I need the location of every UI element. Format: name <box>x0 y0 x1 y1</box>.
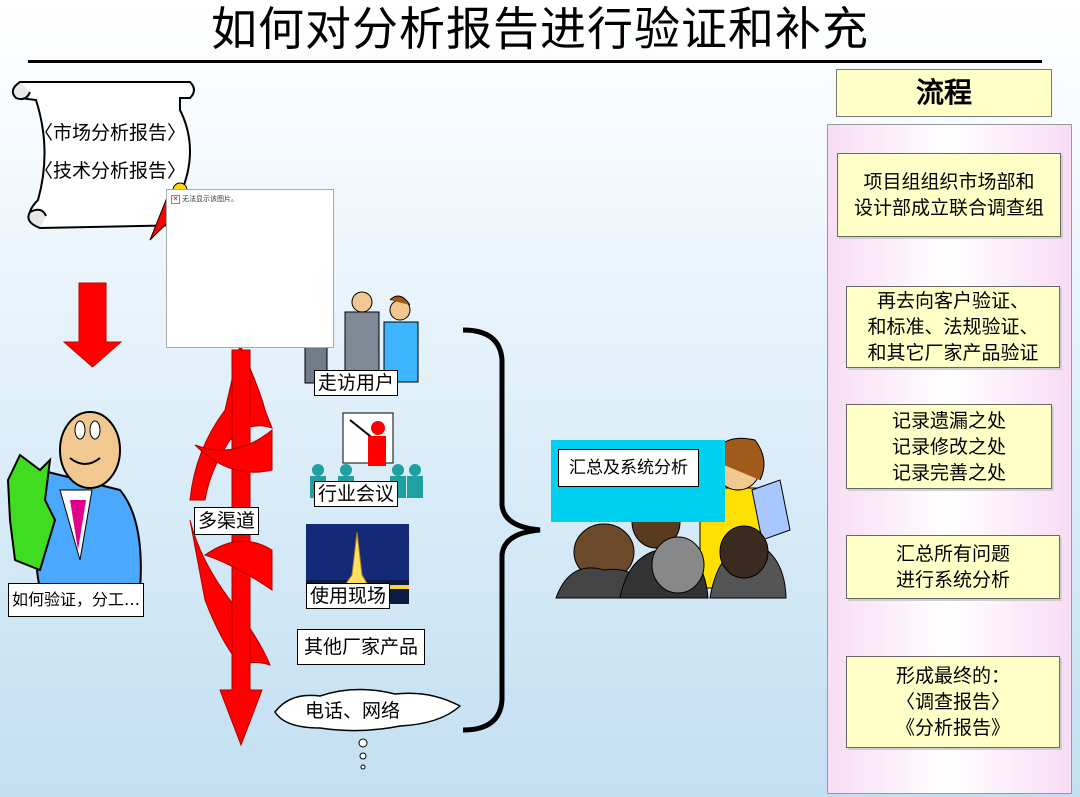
brace-icon <box>462 327 541 733</box>
channel-meeting-label: 行业会议 <box>314 481 399 507</box>
presentation-group-icon <box>555 437 791 599</box>
flow-header: 流程 <box>836 69 1052 117</box>
flow-step-5: 形成最终的： 〈调查报告〉 《分析报告》 <box>846 656 1060 748</box>
flow-step-2: 再去向客户验证、 和标准、法规验证、 和其它厂家产品验证 <box>846 286 1060 368</box>
flow-step-4: 汇总所有问题 进行系统分析 <box>846 535 1060 599</box>
title-underline <box>28 60 1042 63</box>
scroll-text: 〈市场分析报告〉 〈技术分析报告〉 <box>34 122 187 182</box>
flow-step-3: 记录遗漏之处 记录修改之处 记录完善之处 <box>846 404 1052 489</box>
thinking-man-icon <box>6 411 142 591</box>
channel-site-label: 使用现场 <box>306 583 391 609</box>
broken-image-caption: 无法显示该图片。 <box>182 195 238 203</box>
phone-network-cloud-icon <box>274 688 462 770</box>
meeting-icon <box>310 412 423 498</box>
summary-label: 汇总及系统分析 <box>558 449 699 487</box>
down-arrow-icon <box>62 282 123 368</box>
flow-step-1: 项目组组织市场部和 设计部成立联合调查组 <box>837 153 1061 237</box>
page-title: 如何对分析报告进行验证和补充 <box>211 2 869 56</box>
channel-arrows-icon <box>189 343 273 747</box>
person-label: 如何验证，分工… <box>8 583 145 617</box>
channel-visit-label: 走访用户 <box>314 370 399 396</box>
channel-other-label: 其他厂家产品 <box>297 629 426 665</box>
broken-image-placeholder: ✕ 无法显示该图片。 <box>166 189 334 348</box>
channel-phone-label: 电话、网络 <box>305 700 401 722</box>
broken-image-icon: ✕ <box>171 194 180 204</box>
channels-label: 多渠道 <box>194 507 260 535</box>
